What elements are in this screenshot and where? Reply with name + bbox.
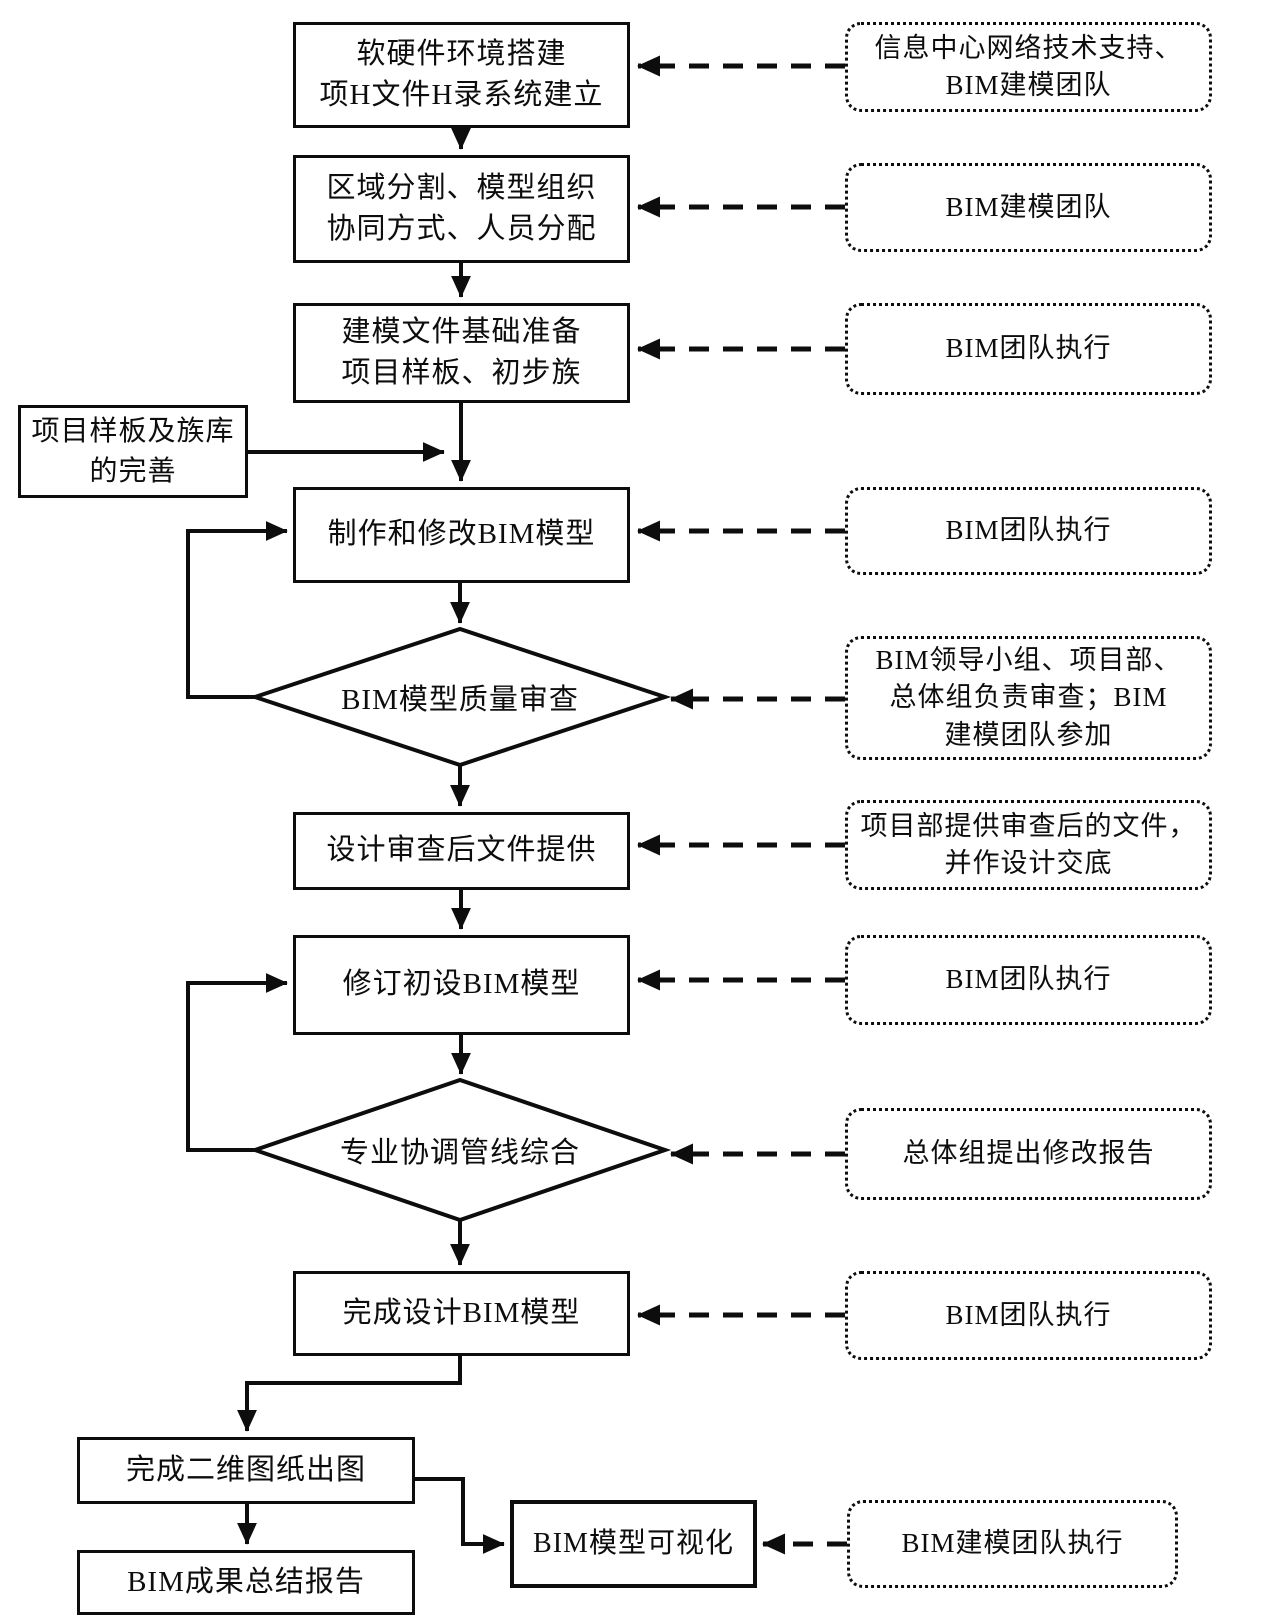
- annotation-line: 总体组提出修改报告: [902, 1138, 1155, 1169]
- flow-box-template-lib: 项目样板及族库 的完善: [18, 405, 248, 498]
- annotation-line: 总体组负责审查；BIM: [889, 682, 1168, 713]
- decision-label-quality-review-text: BIM模型质量审查: [341, 684, 579, 716]
- flow-box-file-prep-line1: 建模文件基础准备: [341, 315, 582, 348]
- annotation-line: BIM建模团队: [945, 191, 1112, 222]
- flow-box-build-model: 制作和修改BIM模型: [293, 487, 630, 583]
- flow-box-env-setup-line2: 项H文件H录系统建立: [319, 79, 604, 111]
- flow-box-summary-report: BIM成果总结报告: [77, 1550, 415, 1615]
- annotation-box-team-exec-4: BIM团队执行: [845, 1271, 1212, 1360]
- flow-box-provide-files-line1: 设计审查后文件提供: [326, 834, 597, 867]
- annotation-box-modeling-team-exec: BIM建模团队执行: [847, 1500, 1178, 1588]
- flow-box-file-prep-line2: 项目样板、初步族: [341, 357, 582, 389]
- flow-box-finish-model: 完成设计BIM模型: [293, 1271, 630, 1356]
- annotation-line: BIM团队执行: [945, 515, 1112, 546]
- annotation-box-team-exec-1: BIM团队执行: [845, 303, 1212, 395]
- flow-box-finish-model-line1: 完成设计BIM模型: [342, 1296, 581, 1329]
- annotation-line: BIM团队执行: [945, 333, 1112, 364]
- annotation-box-review-group: BIM领导小组、项目部、 总体组负责审查；BIM 建模团队参加: [845, 636, 1212, 760]
- annotation-line: 并作设计交底: [944, 848, 1113, 878]
- flow-box-env-setup-line1: 软硬件环境搭建: [356, 37, 567, 70]
- annotation-box-team-exec-3: BIM团队执行: [845, 935, 1212, 1025]
- annotation-box-team-exec-2: BIM团队执行: [845, 487, 1212, 575]
- flow-box-partition-line1: 区域分割、模型组织: [326, 171, 597, 204]
- annotation-line: 信息中心网络技术支持、: [874, 32, 1183, 63]
- decision-label-pipe-coord: 专业协调管线综合: [280, 1115, 640, 1185]
- flow-box-env-setup: 软硬件环境搭建 项H文件H录系统建立: [293, 22, 630, 128]
- flow-box-template-lib-line1: 项目样板及族库: [31, 415, 235, 447]
- flow-box-provide-files: 设计审查后文件提供: [293, 812, 630, 890]
- annotation-box-network-support: 信息中心网络技术支持、 BIM建模团队: [845, 22, 1212, 112]
- solid-flow-arrows: [186, 127, 505, 1554]
- flow-box-partition: 区域分割、模型组织 协同方式、人员分配: [293, 155, 630, 263]
- annotation-line: BIM团队执行: [945, 1299, 1112, 1330]
- dashed-annotation-arrows: [637, 55, 847, 1555]
- flow-box-revise-model: 修订初设BIM模型: [293, 935, 630, 1035]
- annotation-line: 项目部提供审查后的文件，: [860, 810, 1197, 841]
- decision-label-quality-review: BIM模型质量审查: [280, 662, 640, 732]
- annotation-box-revision-report: 总体组提出修改报告: [845, 1108, 1212, 1200]
- flow-box-template-lib-line2: 的完善: [89, 455, 177, 487]
- flow-box-file-prep: 建模文件基础准备 项目样板、初步族: [293, 303, 630, 403]
- annotation-box-project-dept-files: 项目部提供审查后的文件， 并作设计交底: [845, 800, 1212, 890]
- flow-box-drawings: 完成二维图纸出图: [77, 1437, 415, 1504]
- annotation-line: BIM建模团队执行: [901, 1528, 1124, 1559]
- annotation-box-modeling-team: BIM建模团队: [845, 163, 1212, 252]
- annotation-line: 建模团队参加: [944, 719, 1113, 750]
- flow-box-drawings-line1: 完成二维图纸出图: [125, 1453, 366, 1486]
- flow-box-revise-model-line1: 修订初设BIM模型: [342, 968, 581, 1001]
- flow-box-build-model-line1: 制作和修改BIM模型: [327, 518, 596, 551]
- flow-box-visualization-line1: BIM模型可视化: [533, 1528, 734, 1560]
- flow-box-partition-line2: 协同方式、人员分配: [326, 213, 597, 245]
- annotation-line: BIM团队执行: [945, 964, 1112, 995]
- annotation-line: BIM建模团队: [945, 70, 1112, 100]
- flow-box-summary-report-line1: BIM成果总结报告: [127, 1565, 365, 1598]
- decision-diamond-pipe-coord: [248, 1077, 672, 1223]
- decision-label-pipe-coord-text: 专业协调管线综合: [339, 1137, 580, 1169]
- flow-box-visualization: BIM模型可视化: [510, 1500, 757, 1588]
- decision-diamond-quality-review: [248, 626, 672, 768]
- annotation-line: BIM领导小组、项目部、: [875, 645, 1182, 676]
